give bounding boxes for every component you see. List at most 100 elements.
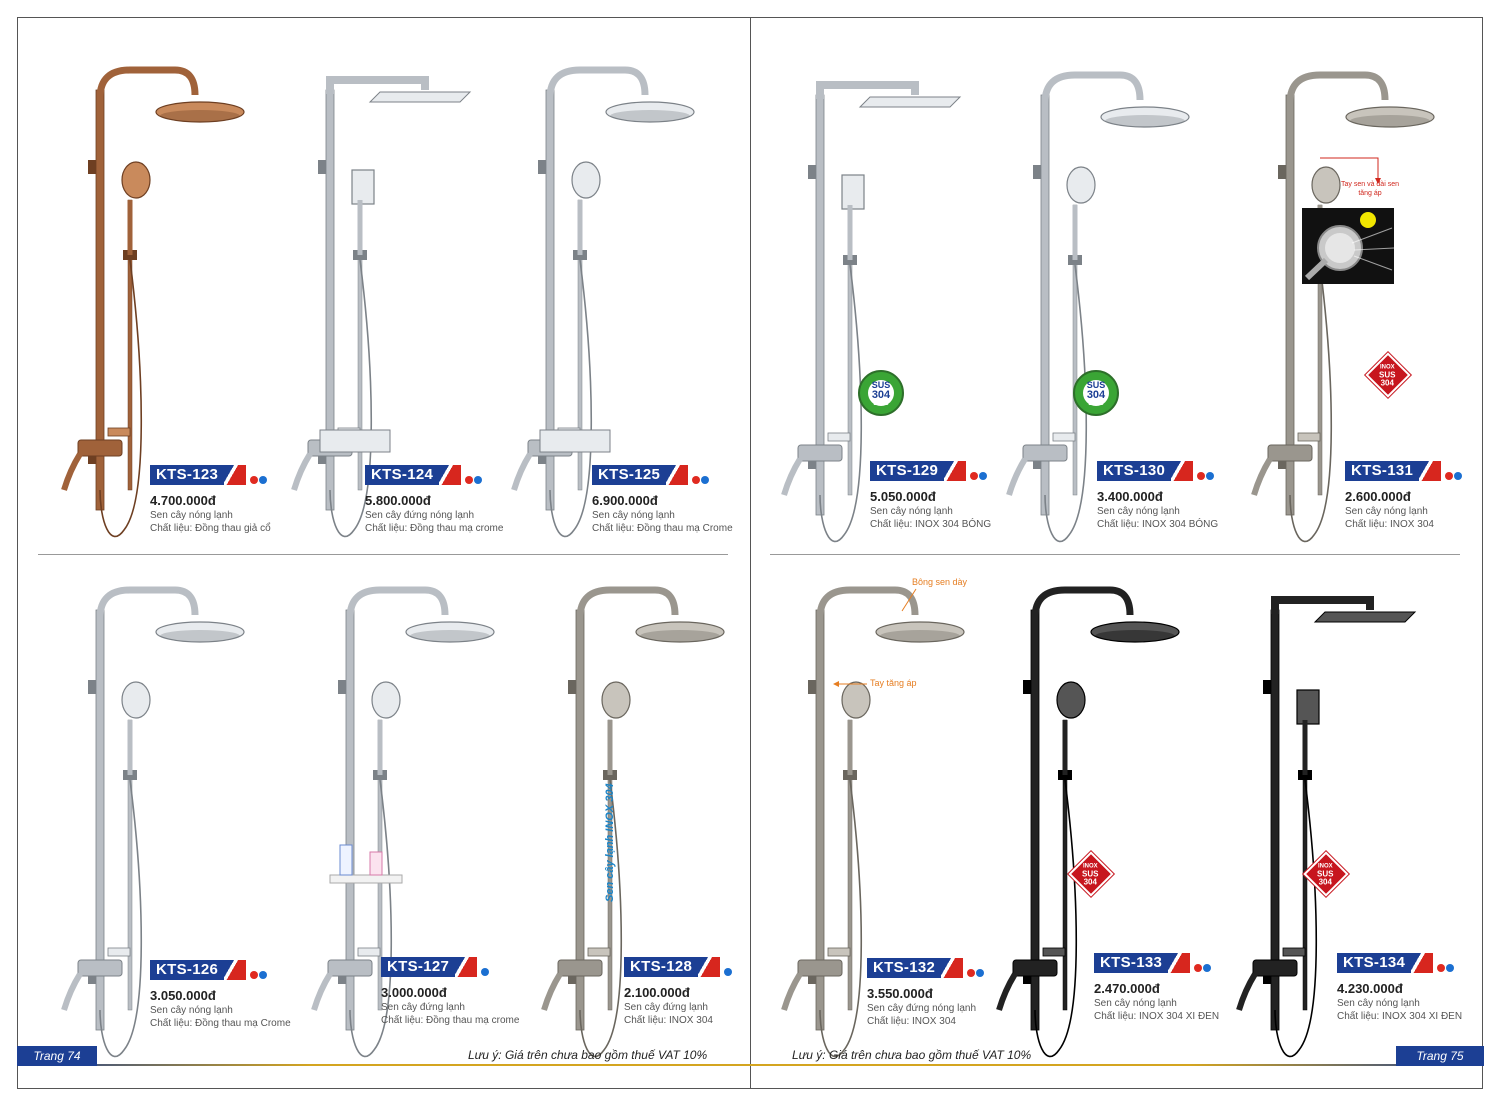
shelf-mixer <box>319 429 391 453</box>
product-kts-129 <box>760 55 990 545</box>
wall-bracket <box>1033 455 1041 469</box>
shower-head-nozzles <box>1350 115 1430 127</box>
hand-shower <box>121 161 151 199</box>
wall-bracket <box>1278 455 1286 469</box>
catalog-page-right <box>750 17 1483 1089</box>
mixer-lever <box>357 947 381 957</box>
product-kts-127 <box>290 570 520 1060</box>
product-price: 3.550.000đ <box>867 986 933 1001</box>
shower-head-nozzles <box>610 110 690 122</box>
hot-cold-indicator-icon <box>1197 467 1215 485</box>
product-code: KTS-130 <box>1097 461 1194 481</box>
product-price: 5.050.000đ <box>870 489 936 504</box>
wall-bracket <box>808 680 816 694</box>
product-code: KTS-126 <box>150 960 247 980</box>
shower-hose <box>1034 779 1078 1058</box>
page-number-right: Trang 75 <box>1396 1046 1484 1066</box>
product-code: KTS-132 <box>867 958 964 978</box>
rain-shower-head <box>155 621 245 643</box>
shower-hose <box>349 779 393 1058</box>
shower-head-nozzles <box>410 630 490 642</box>
hot-water-dot-icon <box>465 476 474 484</box>
hot-cold-indicator-icon <box>724 963 733 981</box>
shower-set-illustration <box>781 586 965 1058</box>
product-price: 6.900.000đ <box>592 493 658 508</box>
hand-shower <box>1296 689 1320 725</box>
tub-spout <box>781 457 803 496</box>
shower-fixture-illustration <box>541 586 725 1058</box>
shower-set-illustration <box>1236 596 1417 1058</box>
hand-shower <box>1066 166 1096 204</box>
shower-fixture-illustration <box>61 586 245 1058</box>
wall-bracket <box>568 970 576 984</box>
rain-shower-head <box>605 101 695 123</box>
shower-head-nozzles <box>160 630 240 642</box>
product-code: KTS-133 <box>1094 953 1191 973</box>
shower-set-illustration <box>291 76 472 538</box>
wall-bracket <box>808 165 816 179</box>
hot-water-dot-icon <box>1445 472 1454 480</box>
mixer-lever <box>827 432 851 442</box>
shower-spray-inset-photo <box>1302 208 1394 284</box>
shower-arm <box>96 66 199 99</box>
shower-arm <box>1286 71 1389 104</box>
shower-head-nozzles <box>880 630 960 642</box>
hot-water-dot-icon <box>250 476 259 484</box>
product-code-row: KTS-124 <box>365 465 503 489</box>
vat-note-right: Lưu ý: Giá trên chưa bao gồm thuế VAT 10… <box>792 1048 1032 1062</box>
hot-cold-indicator-icon <box>967 964 985 982</box>
product-description: Sen cây nóng lạnh <box>150 510 233 521</box>
tub-spout <box>1006 457 1028 496</box>
rain-shower-head <box>1345 106 1435 128</box>
shower-fixture-illustration <box>996 586 1180 1058</box>
vertical-label-kts128: Sen cây lạnh INOX 304 <box>604 783 616 902</box>
product-code-row: KTS-127 <box>381 957 519 981</box>
tub-spout <box>311 972 333 1011</box>
product-material: Chất liệu: Đồng thau mạ crome <box>381 1015 520 1026</box>
mixer-valve <box>1022 444 1068 462</box>
shower-hose <box>1044 264 1088 543</box>
mixer-valve <box>1267 444 1313 462</box>
product-material: Chất liệu: INOX 304 <box>624 1015 713 1026</box>
product-price: 2.470.000đ <box>1094 981 1160 996</box>
mixer-lever <box>1282 947 1306 957</box>
hand-shower <box>1311 166 1341 204</box>
product-price: 2.600.000đ <box>1345 489 1411 504</box>
hot-cold-indicator-icon <box>1445 467 1463 485</box>
wall-bracket <box>1263 970 1271 984</box>
cold-water-dot-icon <box>1454 472 1463 480</box>
tub-spout <box>541 972 563 1011</box>
hot-cold-indicator-icon <box>692 471 710 489</box>
cold-water-dot-icon <box>259 971 268 979</box>
badge-text: 304 <box>1083 877 1097 887</box>
callout-arrow-kts131 <box>1320 157 1381 184</box>
mixer-lever <box>1297 432 1321 442</box>
callout-arrow-kts132-hand <box>833 681 867 687</box>
product-code-row: KTS-133 <box>1094 953 1219 977</box>
shower-set-illustration <box>1006 71 1190 543</box>
product-code-row: KTS-130 <box>1097 461 1218 485</box>
row-divider-right <box>770 554 1460 555</box>
product-price: 2.100.000đ <box>624 985 690 1000</box>
product-kts-123 <box>40 50 270 540</box>
mixer-lever <box>587 947 611 957</box>
shower-fixture-illustration <box>291 76 472 538</box>
product-description: Sen cây nóng lạnh <box>870 506 953 517</box>
product-material: Chất liệu: Đồng thau mạ Crome <box>150 1018 291 1029</box>
badge-text: BÓNG <box>1088 401 1104 407</box>
rain-shower-head <box>875 621 965 643</box>
hot-cold-indicator-icon <box>1437 959 1455 977</box>
product-price: 3.400.000đ <box>1097 489 1163 504</box>
wall-bracket <box>88 160 96 174</box>
product-code: KTS-129 <box>870 461 967 481</box>
product-code-row: KTS-129 <box>870 461 991 485</box>
product-code-row: KTS-132 <box>867 958 985 982</box>
badge-text: 304 <box>1086 389 1106 401</box>
